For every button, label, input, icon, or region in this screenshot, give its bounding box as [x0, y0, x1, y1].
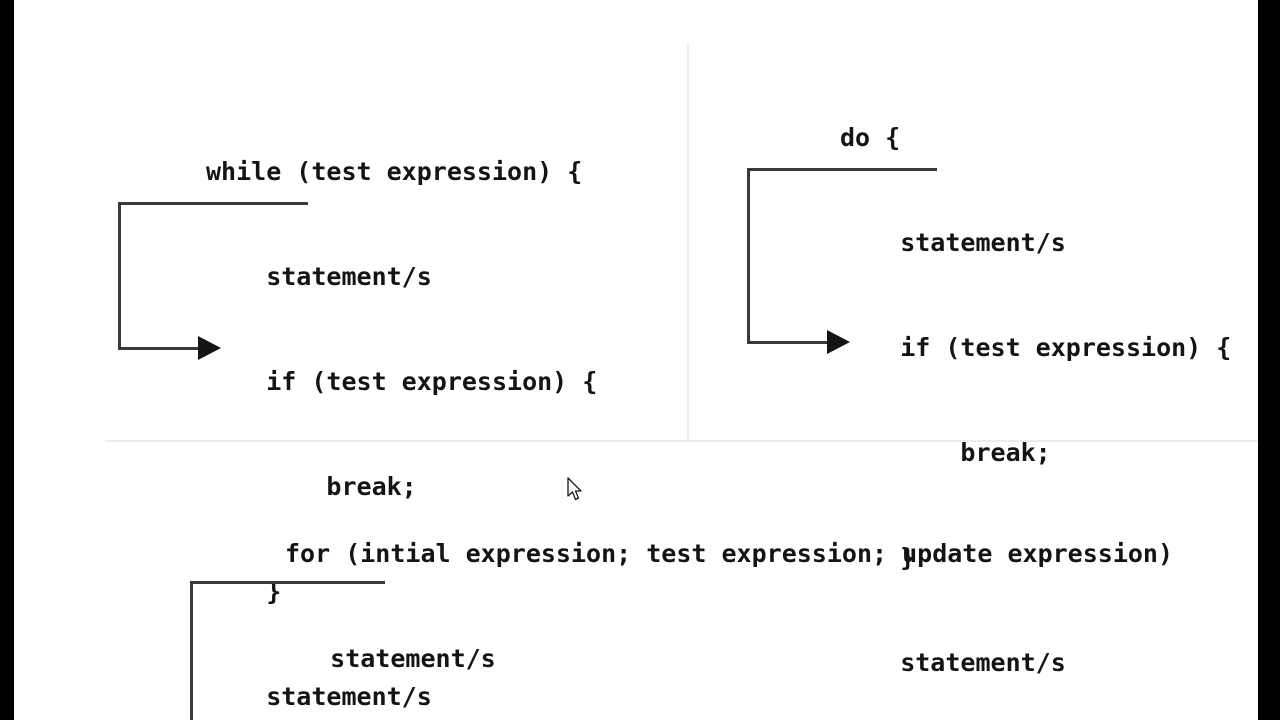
letterbox-bar-right [1258, 0, 1280, 720]
arrow-segment-top [190, 581, 385, 584]
letterbox-bar-left [0, 0, 14, 720]
arrow-segment-left [118, 202, 121, 350]
diagram-page: while (test expression) { statement/s if… [14, 0, 1258, 720]
arrow-head-icon [198, 336, 221, 360]
do-while-loop-code-block: do { statement/s if (test expression) { … [840, 50, 1231, 720]
arrow-segment-bottom [747, 341, 831, 344]
code-line: statement/s [206, 682, 432, 711]
code-line: do { [840, 123, 901, 152]
arrow-segment-top [747, 168, 937, 171]
do-while-break-jump-arrow-icon [747, 166, 967, 361]
code-line: statement/s [840, 228, 1066, 257]
code-line: while (test expression) { [206, 157, 583, 186]
arrow-segment-bottom [118, 347, 202, 350]
horizontal-divider [105, 440, 1258, 442]
arrow-head-icon [827, 330, 850, 354]
code-line: statement/s [206, 262, 432, 291]
code-line: } [206, 577, 282, 606]
code-line: statement/s [285, 644, 496, 673]
while-loop-code-block: while (test expression) { statement/s if… [206, 84, 597, 720]
code-line: } [840, 543, 916, 572]
code-line: break; [206, 472, 417, 501]
code-line: for (intial expression; test expression;… [285, 539, 1174, 568]
arrow-segment-left [190, 581, 193, 720]
for-break-jump-arrow-icon [190, 579, 420, 720]
arrow-segment-left [747, 168, 750, 344]
vertical-divider [687, 44, 689, 441]
arrow-segment-top [118, 202, 308, 205]
while-break-jump-arrow-icon [118, 200, 338, 365]
code-line: if (test expression) { [840, 333, 1232, 362]
code-line: break; [840, 438, 1051, 467]
code-line: statement/s [840, 648, 1066, 677]
code-line: if (test expression) { [206, 367, 598, 396]
for-loop-code-block: for (intial expression; test expression;… [285, 466, 1173, 720]
